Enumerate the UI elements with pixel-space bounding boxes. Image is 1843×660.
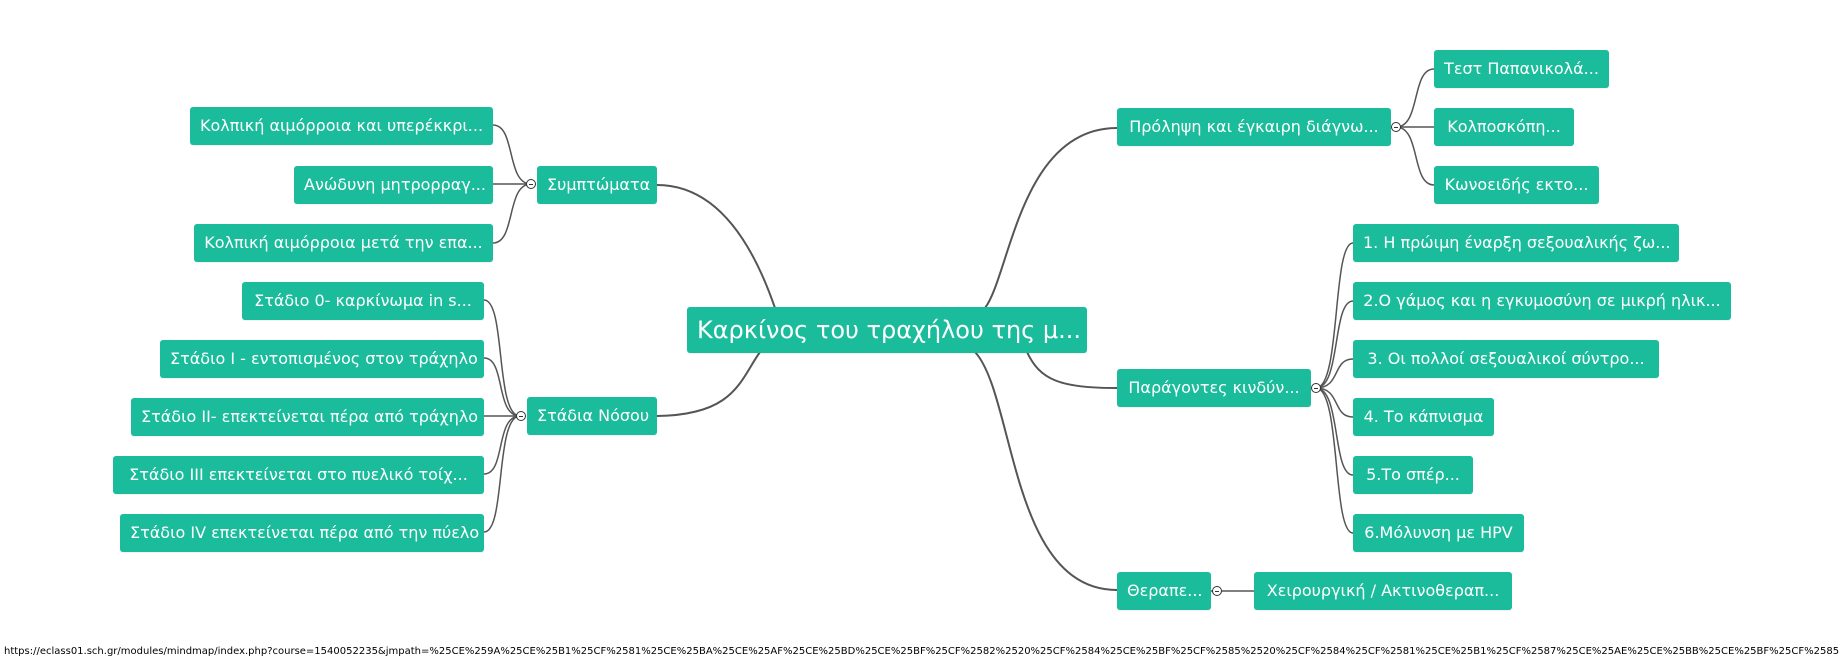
branch-stages[interactable]: Στάδια Νόσου [527, 397, 657, 435]
branch-prevention[interactable]: Πρόληψη και έγκαιρη διάγνω... [1117, 108, 1391, 146]
collapse-stages-icon[interactable] [516, 411, 526, 421]
risk-item[interactable]: 1. Η πρώιμη έναρξη σεξουαλικής ζω... [1353, 224, 1679, 262]
collapse-prevention-icon[interactable] [1391, 122, 1401, 132]
branch-risk-factors-label: Παράγοντες κινδύν... [1128, 378, 1300, 397]
status-bar-url: https://eclass01.sch.gr/modules/mindmap/… [4, 646, 1839, 657]
risk-item[interactable]: 3. Οι πολλοί σεξουαλικοί σύντρο... [1353, 340, 1659, 378]
risk-item-label: 3. Οι πολλοί σεξουαλικοί σύντρο... [1367, 349, 1645, 368]
risk-item[interactable]: 6.Μόλυνση με HPV [1353, 514, 1524, 552]
risk-item-label: 4. Το κάπνισμα [1363, 407, 1484, 426]
stage-item-label: Στάδιο ΙΙ- επεκτείνεται πέρα από τράχηλο [141, 407, 479, 426]
therapy-item-label: Χειρουργική / Ακτινοθεραπ... [1266, 581, 1500, 600]
edge-risk-6 [1315, 387, 1354, 534]
edge-risk-4 [1315, 387, 1354, 418]
collapse-therapy-icon[interactable] [1212, 586, 1222, 596]
risk-item-label: 6.Μόλυνση με HPV [1364, 523, 1513, 542]
symptom-item[interactable]: Κολπική αιμόρροια μετά την επα... [194, 224, 493, 262]
risk-item-label: 1. Η πρώιμη έναρξη σεξουαλικής ζω... [1363, 233, 1671, 252]
branch-therapy-label: Θεραπε... [1127, 581, 1203, 600]
prevention-item[interactable]: Κολποσκόπη... [1434, 108, 1574, 146]
edge-root-risk [1026, 351, 1118, 389]
edge-root-therapy [974, 351, 1118, 591]
edge-symptoms-1 [492, 124, 532, 185]
edge-risk-3 [1315, 358, 1354, 389]
prevention-item-label: Τεστ Παπανικολά... [1444, 59, 1599, 78]
symptom-item[interactable]: Κολπική αιμόρροια και υπερέκκρι... [190, 107, 493, 145]
branch-symptoms-label: Συμπτώματα [547, 175, 651, 194]
symptom-item-label: Κολπική αιμόρροια και υπερέκκρι... [200, 116, 484, 135]
stage-item-label: Στάδιο ΙΙΙ επεκτείνεται στο πυελικό τοίχ… [129, 465, 468, 484]
branch-therapy[interactable]: Θεραπε... [1117, 572, 1211, 610]
therapy-item[interactable]: Χειρουργική / Ακτινοθεραπ... [1254, 572, 1512, 610]
edge-risk-5 [1315, 387, 1354, 476]
edge-stages-2 [483, 357, 521, 417]
stage-item[interactable]: Στάδιο Ι - εντοπισμένος στον τράχηλο [160, 340, 484, 378]
root-node[interactable]: Καρκίνος του τραχήλου της μ... [687, 307, 1087, 353]
branch-risk-factors[interactable]: Παράγοντες κινδύν... [1117, 369, 1311, 407]
edge-prevention-3 [1395, 126, 1435, 186]
branch-stages-label: Στάδια Νόσου [537, 406, 650, 425]
stage-item[interactable]: Στάδιο ΙΙΙ επεκτείνεται στο πυελικό τοίχ… [113, 456, 484, 494]
edge-risk-2 [1315, 300, 1354, 389]
branch-symptoms[interactable]: Συμπτώματα [537, 166, 657, 204]
edge-root-symptoms [656, 184, 776, 309]
prevention-item[interactable]: Τεστ Παπανικολά... [1434, 50, 1609, 88]
edge-stages-4 [483, 415, 521, 475]
edge-root-stages [656, 351, 761, 417]
branch-prevention-label: Πρόληψη και έγκαιρη διάγνω... [1129, 117, 1379, 136]
risk-item[interactable]: 5.Το σπέρ... [1353, 456, 1473, 494]
prevention-item-label: Κωνοειδής εκτο... [1444, 175, 1589, 194]
stage-item[interactable]: Στάδιο ΙV επεκτείνεται πέρα από την πύελ… [120, 514, 484, 552]
collapse-risk-factors-icon[interactable] [1311, 383, 1321, 393]
stage-item[interactable]: Στάδιο 0- καρκίνωμα in s... [242, 282, 484, 320]
stage-item-label: Στάδιο Ι - εντοπισμένος στον τράχηλο [170, 349, 478, 368]
edge-risk-1 [1315, 242, 1354, 389]
symptom-item-label: Κολπική αιμόρροια μετά την επα... [204, 233, 483, 252]
edge-prevention-1 [1395, 68, 1435, 128]
risk-item-label: 5.Το σπέρ... [1366, 465, 1460, 484]
edge-root-prevention [984, 127, 1118, 309]
prevention-item-label: Κολποσκόπη... [1447, 117, 1561, 136]
root-node-label: Καρκίνος του τραχήλου της μ... [697, 316, 1082, 344]
risk-item[interactable]: 2.Ο γάμος και η εγκυμοσύνη σε μικρή ηλικ… [1353, 282, 1731, 320]
edge-stages-5 [483, 415, 521, 533]
stage-item-label: Στάδιο ΙV επεκτείνεται πέρα από την πύελ… [130, 523, 480, 542]
prevention-item[interactable]: Κωνοειδής εκτο... [1434, 166, 1599, 204]
stage-item[interactable]: Στάδιο ΙΙ- επεκτείνεται πέρα από τράχηλο [131, 398, 484, 436]
edge-stages-1 [483, 299, 521, 417]
symptom-item-label: Ανώδυνη μητρορραγ... [304, 175, 486, 194]
symptom-item[interactable]: Ανώδυνη μητρορραγ... [294, 166, 493, 204]
risk-item-label: 2.Ο γάμος και η εγκυμοσύνη σε μικρή ηλικ… [1363, 291, 1721, 310]
stage-item-label: Στάδιο 0- καρκίνωμα in s... [254, 291, 472, 310]
edge-symptoms-3 [492, 183, 532, 244]
collapse-symptoms-icon[interactable] [526, 179, 536, 189]
risk-item[interactable]: 4. Το κάπνισμα [1353, 398, 1494, 436]
